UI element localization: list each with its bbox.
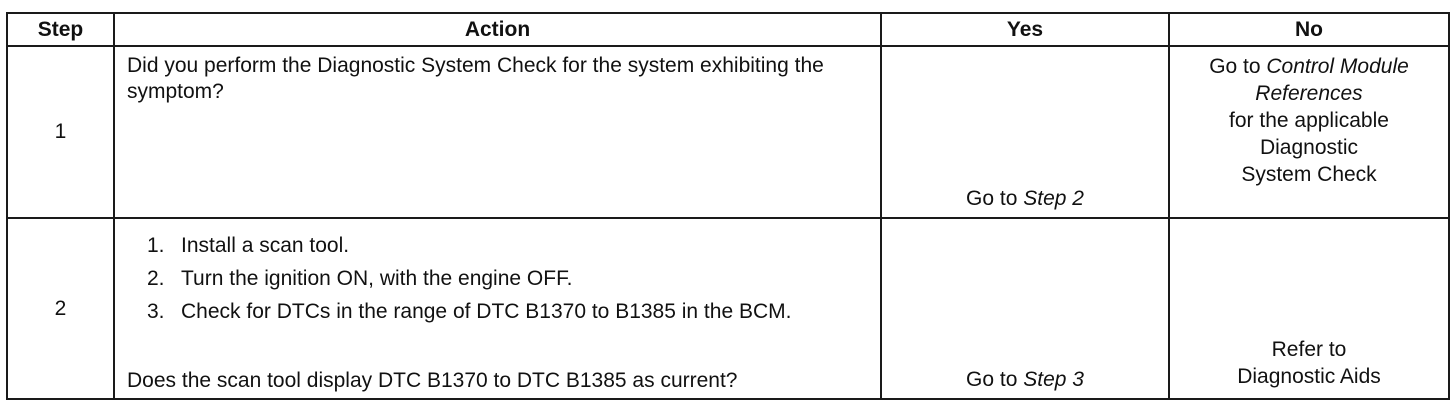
yes-goto-link[interactable]: Step 2 — [1023, 187, 1084, 210]
yes-goto[interactable]: Go to Step 3 — [882, 368, 1168, 392]
no-goto-suffix: for the applicable Diagnostic System Che… — [1229, 109, 1389, 186]
table-row: 1 Did you perform the Diagnostic System … — [6, 45, 1450, 219]
yes-goto-link[interactable]: Step 3 — [1023, 368, 1084, 391]
header-row: Step Action Yes No — [6, 12, 1450, 47]
list-item: 2. Turn the ignition ON, with the engine… — [147, 266, 880, 292]
no-goto-prefix: Go to — [1209, 55, 1267, 78]
action-question: Does the scan tool display DTC B1370 to … — [127, 369, 738, 392]
header-no: No — [1168, 12, 1450, 47]
list-item: 3. Check for DTCs in the range of DTC B1… — [147, 299, 880, 325]
no-cell: Go to Control Module References for the … — [1168, 45, 1450, 219]
list-item-text: Install a scan tool. — [181, 234, 350, 257]
list-item-number: 1. — [147, 234, 165, 257]
no-goto-link[interactable]: Control Module References — [1255, 55, 1409, 105]
diagnostic-table: Step Action Yes No 1 Did you perform the… — [6, 12, 1450, 400]
header-step: Step — [6, 12, 115, 47]
yes-cell: Go to Step 2 — [880, 45, 1170, 219]
list-item-number: 3. — [147, 300, 165, 323]
list-item-text: Turn the ignition ON, with the engine OF… — [181, 267, 573, 290]
header-action: Action — [113, 12, 882, 47]
table-row: 2 1. Install a scan tool. 2. Turn the ig… — [6, 217, 1450, 400]
yes-cell: Go to Step 3 — [880, 217, 1170, 400]
action-cell: 1. Install a scan tool. 2. Turn the igni… — [113, 217, 882, 400]
action-content: 1. Install a scan tool. 2. Turn the igni… — [115, 219, 880, 398]
action-question: Did you perform the Diagnostic System Ch… — [127, 54, 824, 103]
no-refer-text[interactable]: Refer to Diagnostic Aids — [1170, 336, 1448, 390]
yes-goto[interactable]: Go to Step 2 — [882, 187, 1168, 211]
no-cell: Refer to Diagnostic Aids — [1168, 217, 1450, 400]
step-number: 1 — [6, 45, 115, 219]
no-refer[interactable]: Refer to Diagnostic Aids — [1170, 219, 1448, 394]
no-refer-line1: Refer to — [1271, 338, 1347, 361]
no-goto[interactable]: Go to Control Module References for the … — [1170, 47, 1448, 188]
list-item-number: 2. — [147, 267, 165, 290]
list-item-text: Check for DTCs in the range of DTC B1370… — [181, 300, 792, 323]
yes-goto-prefix: Go to — [966, 187, 1024, 210]
header-yes: Yes — [880, 12, 1170, 47]
yes-goto-prefix: Go to — [966, 368, 1024, 391]
action-steps-list: 1. Install a scan tool. 2. Turn the igni… — [127, 233, 880, 325]
action-cell: Did you perform the Diagnostic System Ch… — [113, 45, 882, 219]
list-item: 1. Install a scan tool. — [147, 233, 880, 259]
no-refer-line2: Diagnostic Aids — [1237, 365, 1381, 388]
step-number: 2 — [6, 217, 115, 400]
